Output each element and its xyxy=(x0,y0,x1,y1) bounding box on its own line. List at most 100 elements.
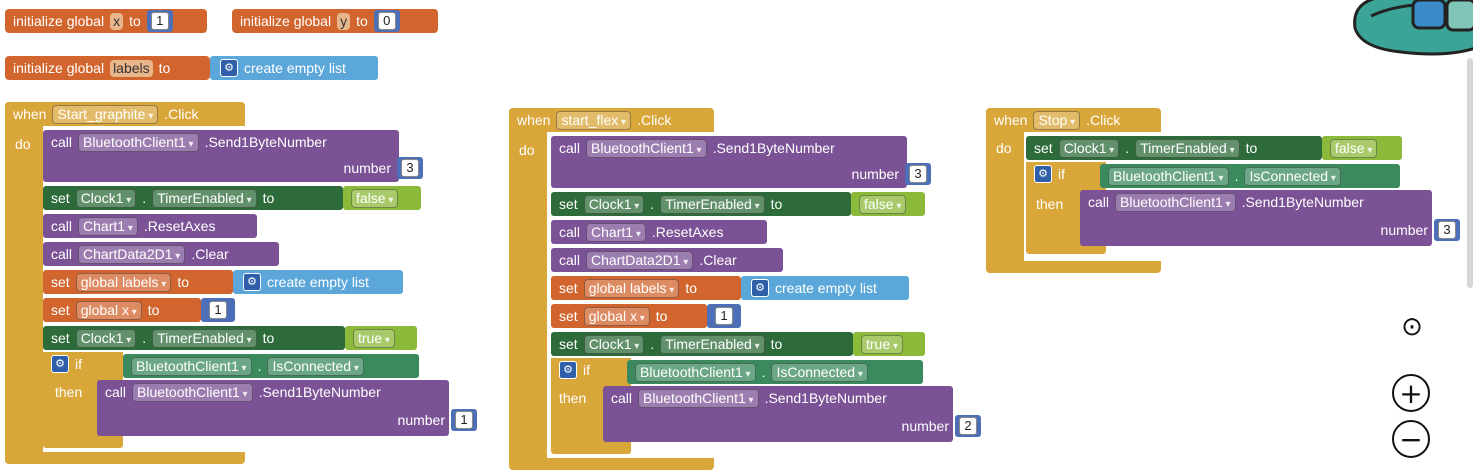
event-header[interactable]: when Stop .Click xyxy=(986,108,1161,132)
boolean-true-block[interactable]: true xyxy=(345,326,417,350)
backpack-icon[interactable] xyxy=(1341,0,1473,58)
component-dropdown[interactable]: Stop xyxy=(1033,110,1081,130)
set-timer-block[interactable]: set Clock1 . TimerEnabled to xyxy=(551,192,851,216)
event-header[interactable]: when Start_graphite .Click xyxy=(5,102,245,126)
component-dropdown[interactable]: BluetoothClient1 xyxy=(1108,166,1229,186)
component-dropdown[interactable]: ChartData2D1 xyxy=(586,250,694,270)
create-empty-list-block[interactable]: ⚙ create empty list xyxy=(741,276,909,300)
number-value[interactable]: 1 xyxy=(455,411,473,429)
set-global-x-block[interactable]: set global x to xyxy=(551,304,707,328)
number-block[interactable]: 3 xyxy=(1434,219,1460,241)
init-global-labels[interactable]: initialize global labels to xyxy=(5,56,210,80)
number-block[interactable]: 1 xyxy=(707,304,741,328)
call-send-byte-block[interactable]: call BluetoothClient1 .Send1ByteNumber n… xyxy=(551,136,931,188)
number-value[interactable]: 1 xyxy=(715,307,733,325)
set-timer-block[interactable]: set Clock1 . TimerEnabled to xyxy=(43,186,343,210)
event-header[interactable]: when start_flex .Click xyxy=(509,108,714,132)
call-send-byte-block[interactable]: call BluetoothClient1 .Send1ByteNumber n… xyxy=(1080,190,1460,246)
zoom-out-icon[interactable]: − xyxy=(1392,420,1430,458)
component-dropdown[interactable]: Clock1 xyxy=(583,334,645,354)
recenter-icon[interactable]: ⊙ xyxy=(1401,312,1423,342)
gear-icon[interactable]: ⚙ xyxy=(559,361,577,379)
gear-icon[interactable]: ⚙ xyxy=(243,273,261,291)
gear-icon[interactable]: ⚙ xyxy=(220,59,238,77)
component-dropdown[interactable]: start_flex xyxy=(556,110,632,130)
component-dropdown[interactable]: BluetoothClient1 xyxy=(638,388,759,408)
var-name-field[interactable]: y xyxy=(337,12,351,30)
boolean-true-block[interactable]: true xyxy=(853,332,925,356)
number-value[interactable]: 0 xyxy=(377,12,396,30)
var-name-field[interactable]: labels xyxy=(110,59,153,77)
variable-dropdown[interactable]: global x xyxy=(583,306,650,326)
workspace-scrollbar[interactable] xyxy=(1467,58,1473,288)
boolean-false-block[interactable]: false xyxy=(851,192,925,216)
boolean-dropdown[interactable]: true xyxy=(353,328,395,348)
property-dropdown[interactable]: TimerEnabled xyxy=(1135,138,1240,158)
property-dropdown[interactable]: IsConnected xyxy=(1244,166,1341,186)
component-dropdown[interactable]: BluetoothClient1 xyxy=(586,138,707,158)
set-timer-block[interactable]: set Clock1 . TimerEnabled to xyxy=(551,332,853,356)
set-global-labels-block[interactable]: set global labels to xyxy=(551,276,741,300)
gear-icon[interactable]: ⚙ xyxy=(1034,165,1052,183)
set-timer-block[interactable]: set Clock1 . TimerEnabled to xyxy=(1026,136,1322,160)
init-global-x[interactable]: initialize global x to 1 xyxy=(5,9,207,33)
component-dropdown[interactable]: Clock1 xyxy=(1058,138,1120,158)
component-dropdown[interactable]: ChartData2D1 xyxy=(78,244,186,264)
component-dropdown[interactable]: BluetoothClient1 xyxy=(132,382,253,402)
component-dropdown[interactable]: BluetoothClient1 xyxy=(1115,192,1236,212)
variable-dropdown[interactable]: global labels xyxy=(75,272,172,292)
create-empty-list-block[interactable]: ⚙ create empty list xyxy=(233,270,403,294)
component-dropdown[interactable]: Clock1 xyxy=(75,328,137,348)
init-global-y[interactable]: initialize global y to 0 xyxy=(232,9,438,33)
number-block[interactable]: 0 xyxy=(373,10,400,32)
component-dropdown[interactable]: Chart1 xyxy=(586,222,646,242)
is-connected-block[interactable]: BluetoothClient1 . IsConnected xyxy=(627,360,923,384)
property-dropdown[interactable]: TimerEnabled xyxy=(660,194,765,214)
number-block[interactable]: 3 xyxy=(397,157,423,179)
variable-dropdown[interactable]: global labels xyxy=(583,278,680,298)
number-block[interactable]: 2 xyxy=(955,415,981,437)
call-send-byte-block[interactable]: call BluetoothClient1 .Send1ByteNumber n… xyxy=(603,386,981,442)
number-value[interactable]: 1 xyxy=(209,301,227,319)
component-dropdown[interactable]: Clock1 xyxy=(583,194,645,214)
var-name-field[interactable]: x xyxy=(110,12,124,30)
number-block[interactable]: 3 xyxy=(905,163,931,185)
is-connected-block[interactable]: BluetoothClient1 . IsConnected xyxy=(123,354,419,378)
set-global-x-block[interactable]: set global x to xyxy=(43,298,201,322)
component-dropdown[interactable]: Clock1 xyxy=(75,188,137,208)
number-value[interactable]: 3 xyxy=(401,159,419,177)
call-clear-block[interactable]: call ChartData2D1 .Clear xyxy=(43,242,279,266)
number-block[interactable]: 1 xyxy=(201,298,235,322)
component-dropdown[interactable]: Chart1 xyxy=(78,216,138,236)
number-value[interactable]: 1 xyxy=(150,12,169,30)
zoom-in-icon[interactable]: + xyxy=(1392,374,1430,412)
call-send-byte-block[interactable]: call BluetoothClient1 .Send1ByteNumber n… xyxy=(43,130,423,182)
gear-icon[interactable]: ⚙ xyxy=(51,355,69,373)
number-value[interactable]: 2 xyxy=(959,417,977,435)
property-dropdown[interactable]: TimerEnabled xyxy=(660,334,765,354)
set-global-labels-block[interactable]: set global labels to xyxy=(43,270,233,294)
property-dropdown[interactable]: TimerEnabled xyxy=(152,328,257,348)
boolean-dropdown[interactable]: false xyxy=(351,188,399,208)
boolean-false-block[interactable]: false xyxy=(1322,136,1402,160)
is-connected-block[interactable]: BluetoothClient1 . IsConnected xyxy=(1100,164,1400,188)
call-send-byte-block[interactable]: call BluetoothClient1 .Send1ByteNumber n… xyxy=(97,380,477,436)
number-value[interactable]: 3 xyxy=(909,165,927,183)
number-block[interactable]: 1 xyxy=(146,10,173,32)
component-dropdown[interactable]: BluetoothClient1 xyxy=(131,356,252,376)
create-empty-list-block[interactable]: ⚙ create empty list xyxy=(210,56,378,80)
set-timer-block[interactable]: set Clock1 . TimerEnabled to xyxy=(43,326,345,350)
variable-dropdown[interactable]: global x xyxy=(75,300,142,320)
component-dropdown[interactable]: BluetoothClient1 xyxy=(635,362,756,382)
gear-icon[interactable]: ⚙ xyxy=(751,279,769,297)
call-clear-block[interactable]: call ChartData2D1 .Clear xyxy=(551,248,783,272)
component-dropdown[interactable]: BluetoothClient1 xyxy=(78,132,199,152)
property-dropdown[interactable]: IsConnected xyxy=(771,362,868,382)
property-dropdown[interactable]: IsConnected xyxy=(267,356,364,376)
number-value[interactable]: 3 xyxy=(1438,221,1456,239)
boolean-false-block[interactable]: false xyxy=(343,186,421,210)
call-reset-axes-block[interactable]: call Chart1 .ResetAxes xyxy=(551,220,767,244)
boolean-dropdown[interactable]: true xyxy=(861,334,903,354)
component-dropdown[interactable]: Start_graphite xyxy=(52,104,159,124)
boolean-dropdown[interactable]: false xyxy=(859,194,907,214)
